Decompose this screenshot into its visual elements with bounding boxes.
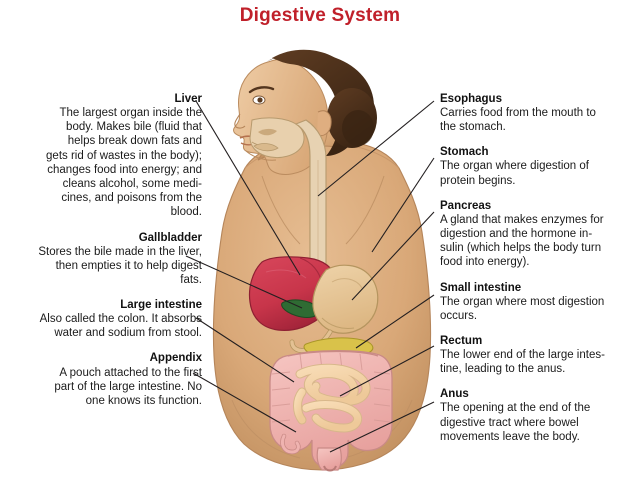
leader-liver bbox=[195, 100, 301, 276]
label-entry-large-intestine: Large intestine Also called the colon. I… bbox=[6, 298, 202, 340]
label-term-appendix: Appendix bbox=[149, 352, 202, 365]
label-term-stomach: Stomach bbox=[440, 146, 489, 159]
rectum bbox=[316, 447, 342, 472]
label-entry-esophagus: Esophagus Carries food from the mouth to… bbox=[440, 92, 636, 134]
label-term-esophagus: Esophagus bbox=[440, 93, 502, 105]
oral-nasal-cavity bbox=[249, 117, 305, 159]
label-term-small-intestine: Small intestine bbox=[440, 281, 522, 294]
label-term-liver: Liver bbox=[174, 93, 203, 105]
leader-gallbladder bbox=[185, 255, 303, 309]
label-entry-liver: Liver The largest organ inside the body.… bbox=[6, 92, 202, 220]
label-entry-anus: Anus The opening at the end of the diges… bbox=[440, 387, 636, 444]
label-desc-small-intestine: The organ where most digestion occurs. bbox=[440, 295, 605, 322]
label-desc-stomach: The organ where digestion of protein beg… bbox=[440, 160, 589, 187]
leader-large-intestine bbox=[195, 317, 295, 383]
label-term-gallbladder: Gallbladder bbox=[138, 231, 202, 244]
label-entry-gallbladder: Gallbladder Stores the bile made in the … bbox=[6, 231, 202, 288]
leader-stomach bbox=[371, 157, 435, 253]
label-entry-small-intestine: Small intestine The organ where most dig… bbox=[440, 281, 636, 323]
label-desc-pancreas: A gland that makes enzymes for digestion… bbox=[440, 213, 604, 269]
right-label-column: Esophagus Carries food from the mouth to… bbox=[440, 92, 636, 455]
leader-pancreas bbox=[351, 211, 435, 301]
leader-small-intestine bbox=[355, 294, 435, 349]
page-title: Digestive System bbox=[239, 5, 401, 26]
appendix bbox=[280, 433, 301, 455]
label-desc-gallbladder: Stores the bile made in the liver, then … bbox=[38, 245, 202, 286]
label-desc-rectum: The lower end of the large intes- tine, … bbox=[440, 348, 605, 376]
leader-appendix bbox=[192, 372, 297, 433]
label-entry-appendix: Appendix A pouch attached to the first p… bbox=[6, 351, 202, 408]
label-term-pancreas: Pancreas bbox=[440, 199, 492, 212]
label-term-large-intestine: Large intestine bbox=[120, 299, 202, 312]
label-entry-rectum: Rectum The lower end of the large intes-… bbox=[440, 334, 636, 376]
label-entry-pancreas: Pancreas A gland that makes enzymes for … bbox=[440, 199, 636, 270]
label-term-anus: Anus bbox=[440, 388, 469, 401]
label-desc-large-intestine: Also called the colon. It absorbs water … bbox=[39, 313, 202, 340]
left-label-column: Liver The largest organ inside the body.… bbox=[6, 92, 202, 419]
label-term-rectum: Rectum bbox=[440, 334, 483, 347]
leader-anus bbox=[329, 401, 435, 453]
leader-esophagus bbox=[317, 100, 435, 197]
label-desc-appendix: A pouch attached to the first part of th… bbox=[54, 366, 202, 407]
label-desc-anus: The opening at the end of the digestive … bbox=[440, 402, 591, 443]
leader-rectum bbox=[339, 345, 435, 397]
label-desc-esophagus: Carries food from the mouth to the stoma… bbox=[440, 107, 596, 134]
small-intestine bbox=[293, 363, 371, 433]
label-desc-liver: The largest organ inside the body. Makes… bbox=[46, 107, 202, 219]
label-entry-stomach: Stomach The organ where digestion of pro… bbox=[440, 145, 636, 187]
